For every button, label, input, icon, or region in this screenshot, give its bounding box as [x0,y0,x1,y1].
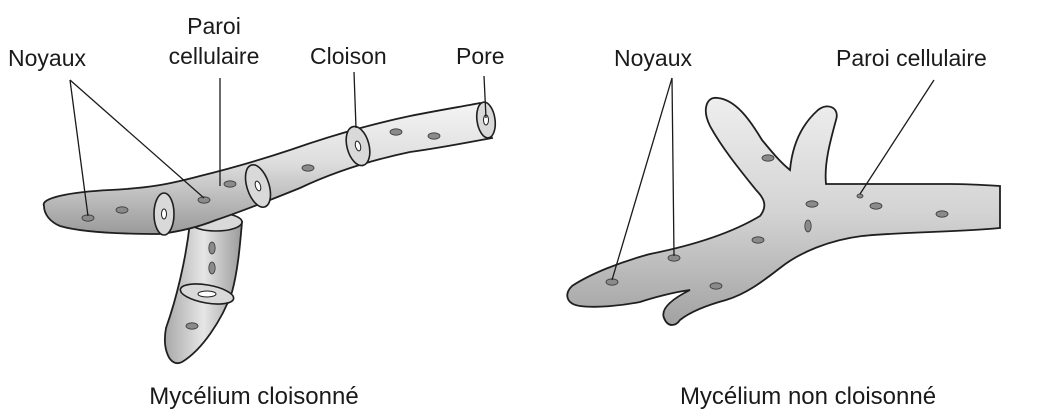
label-cloison: Cloison [310,43,387,69]
label-paroi-left-line1: Paroi [187,13,241,39]
label-paroi-left-line2: cellulaire [169,43,260,69]
leader-noyaux-2 [70,80,204,198]
label-noyaux-left: Noyaux [8,45,86,71]
leader-noyaux-r1 [612,78,672,280]
label-pore: Pore [456,43,505,69]
label-noyaux-right: Noyaux [614,45,692,71]
caption-coenocytic: Mycélium non cloisonné [680,383,936,410]
leader-cloison [354,72,356,128]
septate-hypha-main [44,103,492,234]
leader-noyaux-r2 [672,78,674,256]
caption-septate: Mycélium cloisonné [149,383,358,410]
label-paroi-right: Paroi cellulaire [836,45,987,71]
pore-1 [162,209,167,219]
coenocytic-mycelium-diagram: Noyaux Paroi cellulaire Mycélium non clo… [567,45,1000,410]
leader-paroi-r [860,80,934,194]
pore-branch-lower [198,291,216,297]
septate-mycelium-diagram: Noyaux Paroi cellulaire Cloison Pore Myc… [8,13,505,410]
